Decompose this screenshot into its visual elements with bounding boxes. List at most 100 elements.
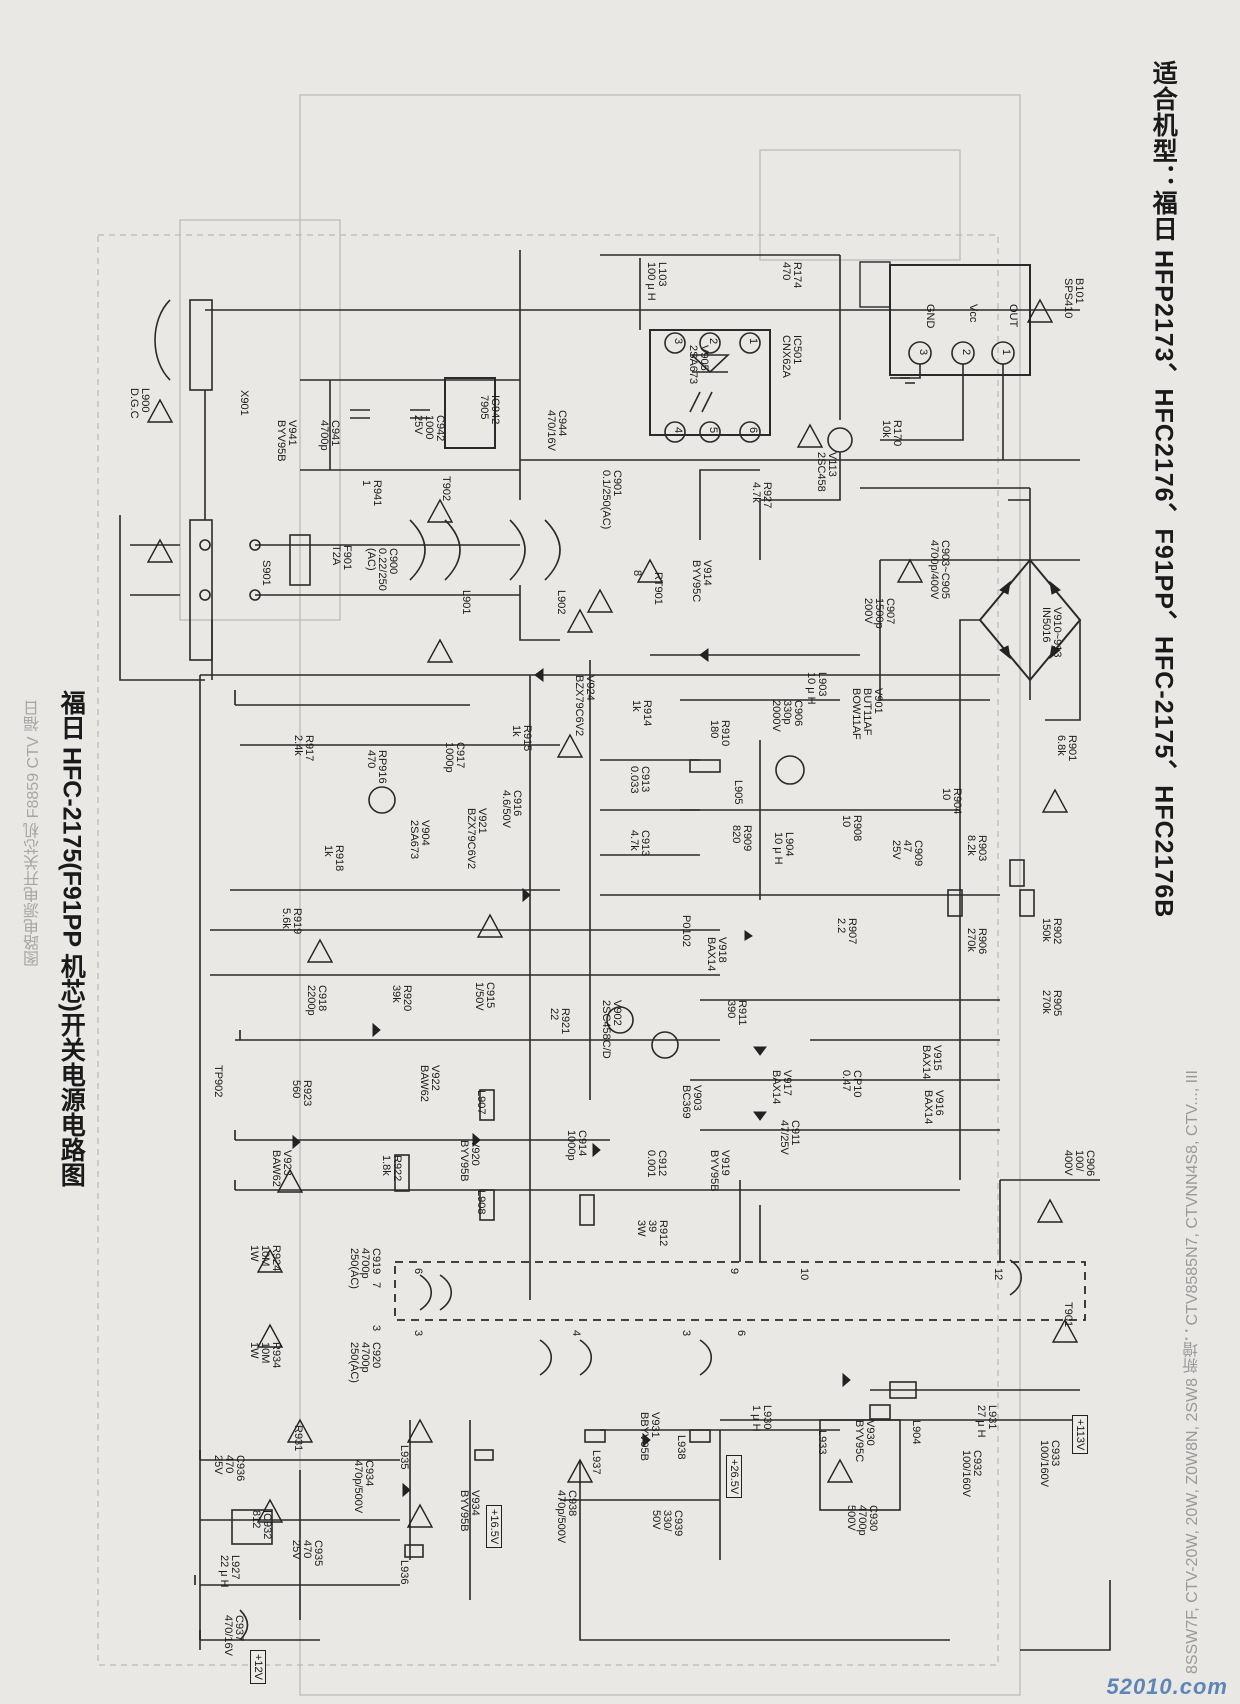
label-l903: L903 10 μ H: [805, 672, 828, 705]
label-v919: V919 BYV95B: [708, 1150, 731, 1192]
label-c936: C936 470 25V: [212, 1455, 246, 1482]
label-opto-pin4: 4: [672, 427, 684, 434]
label-rt901-pin8: 8: [631, 570, 643, 577]
label-l933: L933: [816, 1430, 828, 1455]
label-c919: C919 4700p 250(AC): [348, 1248, 382, 1289]
label-l931: L931 27 μ H: [975, 1405, 998, 1438]
label-ic932: IC932 812: [250, 1510, 273, 1540]
label-c935: C935 470 25V: [290, 1540, 324, 1567]
label-r911: R911 390: [725, 1000, 748, 1026]
label-c932: C932 100/160V: [960, 1450, 983, 1498]
label-c934: C934 470p/500V: [352, 1460, 375, 1514]
label-rt901: RT901: [652, 572, 664, 605]
label-v902: V902 2SC458C/D: [600, 1000, 623, 1059]
label-l927: L927 22 μ H: [218, 1555, 241, 1588]
label-l905: L905: [732, 780, 744, 805]
label-cp10: CP10 0.47: [840, 1070, 863, 1098]
label-c920: C920 4700p 250(AC): [348, 1342, 382, 1383]
label-l907: L907: [475, 1090, 487, 1115]
site-watermark: 52010.com: [1106, 1674, 1228, 1699]
label-s901: S901: [260, 560, 272, 586]
label-r941: R941 1: [360, 480, 383, 507]
label-r905: R905 270k: [1040, 990, 1063, 1017]
label-r904: R904 10: [940, 788, 963, 815]
label-c942: C942 1000 25V: [412, 415, 446, 442]
page-heading: 适合机型：福日 HFP2173、HFC2176、F91PP、HFC-2175、H…: [1149, 60, 1178, 919]
output-12v-label: +12V: [250, 1650, 266, 1684]
label-l935: L935: [398, 1445, 410, 1470]
label-v916: V916 BAX14: [922, 1090, 945, 1125]
label-c912: C912 0.001: [645, 1150, 668, 1178]
label-v922: V922 BAW62: [418, 1065, 441, 1102]
label-c930: C930 4700p 500V: [845, 1505, 879, 1536]
label-c917: C917 1000p: [443, 742, 466, 773]
label-c903-c905: C903~C905 4700p/400V: [928, 540, 951, 600]
label-r906: R906 270k: [965, 928, 988, 955]
label-opto-pin3: 3: [672, 338, 684, 345]
output-16v5-label: +16.5V: [486, 1505, 502, 1549]
label-v904: V904 2SA673: [408, 820, 431, 860]
label-ic501: IC501 CNX62A: [780, 335, 803, 378]
label-c913: C913 0.033: [628, 766, 651, 794]
label-b101-pin1: 1: [1000, 349, 1012, 356]
label-c913-r: C913 4.7k: [628, 830, 651, 857]
label-r914: R914 1k: [630, 700, 653, 727]
label-l936: L936: [398, 1560, 410, 1585]
label-r912: R912 39 3W: [635, 1220, 669, 1247]
label-ic942: IC942 7905: [478, 395, 501, 425]
label-b101-pin2: 2: [960, 349, 972, 356]
label-winding-6b: 6: [735, 1330, 747, 1337]
label-v930: V930 BYV95C: [853, 1420, 876, 1463]
label-r918: R918 1k: [322, 845, 345, 872]
label-c907: C907 1500p 200V: [862, 598, 896, 629]
label-r901: R901 6.8k: [1055, 735, 1078, 762]
label-winding-3c: 3: [680, 1330, 692, 1337]
label-c938: C938 470p/500V: [555, 1490, 578, 1544]
label-v918: V918 BAX14: [705, 937, 728, 972]
label-opto-pin2: 2: [707, 338, 719, 345]
label-c937: C937 470/16V: [222, 1615, 245, 1656]
label-c914: C914 1000p: [565, 1130, 588, 1161]
label-winding-7: 7: [370, 1282, 382, 1289]
label-r908: R908 10: [840, 815, 863, 842]
diagram-title: 福日 HFC-2175(F91PP 机芯)开关电源电路图: [57, 690, 86, 1187]
label-p0102: P0102: [680, 915, 692, 947]
label-b101: B101 SPS410: [1062, 278, 1085, 319]
label-opto-pin5: 5: [707, 427, 719, 434]
label-tp902: TP902: [212, 1065, 224, 1098]
label-v923: V923 BAW62: [270, 1150, 293, 1187]
label-c939: C939 330/ 50V: [650, 1510, 684, 1537]
label-r909: R909 820: [730, 825, 753, 852]
label-pin-out: OUT: [1007, 304, 1019, 328]
label-f901: F901 T2A: [330, 545, 353, 571]
label-v917: V917 BAX14: [770, 1070, 793, 1105]
label-winding-6: 6: [412, 1268, 424, 1275]
label-l937: L937: [590, 1450, 602, 1475]
label-v113: V113 2SC458: [815, 452, 838, 492]
label-r170: R170 10k: [880, 420, 903, 447]
label-t901: T901: [1062, 1302, 1074, 1328]
label-c906: C906 330p 2000V: [770, 700, 804, 732]
label-pin-vcc: Vcc: [967, 304, 979, 323]
label-r927: R927 4.7k: [750, 482, 773, 509]
label-c918: C918 2200p: [305, 985, 328, 1016]
label-c933: C933 100/160V: [1038, 1440, 1061, 1488]
label-l901: L901: [460, 590, 472, 615]
label-winding-4: 4: [570, 1330, 582, 1337]
label-b101-pin3: 3: [917, 349, 929, 356]
label-l900: L900 D.G.C: [128, 388, 151, 419]
label-l902: L902: [555, 590, 567, 615]
label-x901: X901: [238, 390, 250, 416]
label-r922: R922 1.8k: [380, 1155, 403, 1182]
label-v901: V901 BUT11AF BOW11AF: [850, 688, 884, 740]
label-t902: T902: [440, 476, 452, 502]
label-v924: V924 BZX79C6V2: [573, 675, 596, 737]
label-r919: R919 5.6k: [280, 908, 303, 935]
label-r920: R920 39k: [390, 985, 413, 1012]
label-r921: R921 22: [548, 1008, 571, 1035]
label-v905: V905 2SA673: [687, 345, 710, 385]
label-r924: R924 10M 1W: [248, 1245, 282, 1272]
label-opto-pin6: 6: [747, 427, 759, 434]
label-r902: R902 150k: [1040, 918, 1063, 945]
label-winding-9: 9: [728, 1268, 740, 1275]
